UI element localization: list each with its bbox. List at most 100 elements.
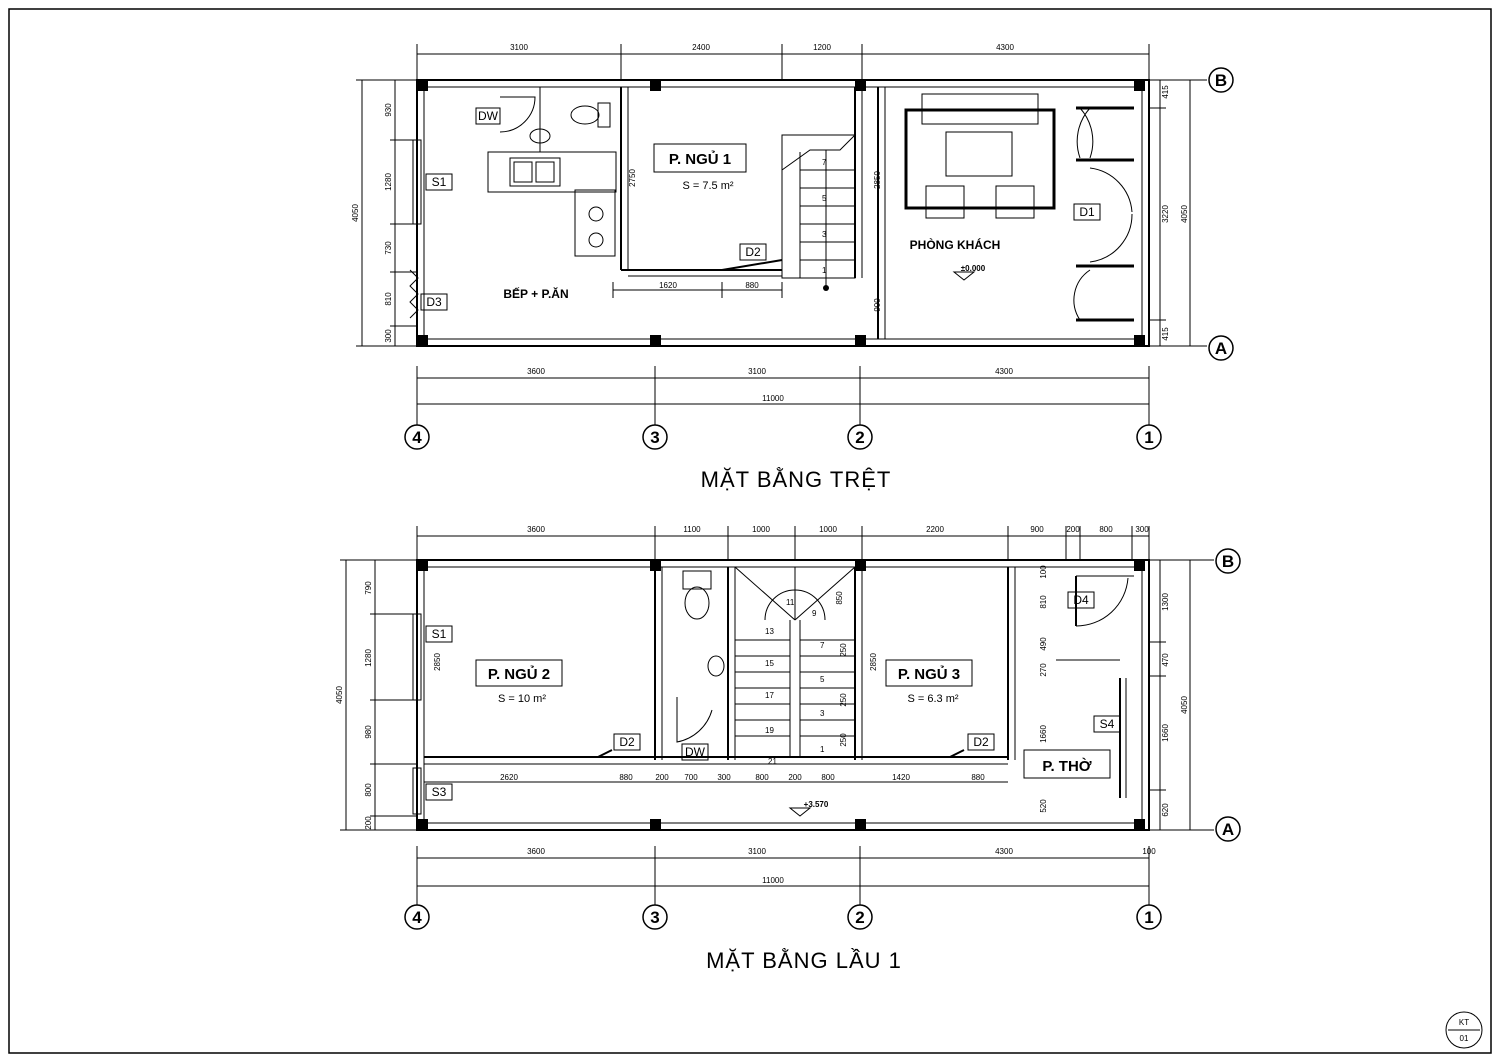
first-floor-title: MẶT BẰNG LẦU 1 [706,948,902,973]
tag-s4: S4 [1100,717,1115,731]
dim-inner-row: 200 [655,773,669,782]
stair-step-3: 3 [822,230,827,239]
dim-inner-row: 800 [821,773,835,782]
first-level: +3.570 [804,800,829,809]
dim-inner: 1660 [1039,725,1048,743]
stair-step: 13 [765,627,774,636]
grid-axis-1: 1 [1144,908,1153,927]
dim-right: 415 [1161,327,1170,341]
dim-bottom: 3600 [527,847,545,856]
bed1-name: P. NGỦ 1 [669,150,731,168]
dim-top: 3100 [510,43,528,52]
dim-left: 300 [384,329,393,343]
dim-left: 1280 [384,173,393,191]
dim-inner: 270 [1039,663,1048,677]
dim-top: 2200 [926,525,944,534]
tag-dw: DW [478,109,499,123]
grid-row-a: A [1215,339,1227,358]
stair-step: 9 [812,609,817,618]
grid-row-b: B [1215,71,1227,90]
dim-right: 3220 [1161,205,1170,223]
dim-top: 1000 [819,525,837,534]
dim-left: 800 [364,783,373,797]
first-floor-plan: 11 13 15 17 19 21 9 7 5 3 1 250 250 250 … [335,525,1241,973]
grid-axis-3: 3 [650,428,659,447]
dim-left-total: 4050 [351,204,360,222]
dim-inner: 2850 [433,653,442,671]
dim-right: 1660 [1161,724,1170,742]
dim-left: 730 [384,241,393,255]
dim-top: 3600 [527,525,545,534]
grid-axis-3: 3 [650,908,659,927]
grid-axis-1: 1 [1144,428,1153,447]
dim-bottom: 4300 [995,367,1013,376]
dim-right: 1300 [1161,593,1170,611]
dim-total: 11000 [762,876,784,885]
dim-inner: 2750 [628,169,637,187]
dim-top: 800 [1099,525,1113,534]
dim-inner-row: 300 [717,773,731,782]
dim-right-total: 4050 [1180,696,1189,714]
stair-step: 3 [820,709,825,718]
dim-bottom: 3600 [527,367,545,376]
dim-inner-row: 880 [971,773,985,782]
dim-top: 300 [1135,525,1149,534]
dim-right: 620 [1161,803,1170,817]
dim-left-total: 4050 [335,686,344,704]
dim-left: 980 [364,725,373,739]
tag-s3: S3 [432,785,447,799]
sheet-stamp [1445,1011,1483,1049]
tag-s1: S1 [432,175,447,189]
bed3-area: S = 6.3 m² [907,693,958,705]
dim-inner: 880 [745,281,759,290]
stair-step-7: 7 [822,158,827,167]
dim-top: 1200 [813,43,831,52]
dim-inner-row: 800 [755,773,769,782]
dim-inner-row: 700 [684,773,698,782]
dim-inner-row: 1420 [892,773,910,782]
dim-right: 415 [1161,85,1170,99]
dim-bottom: 3100 [748,367,766,376]
tag-s1: S1 [432,627,447,641]
dim-left: 790 [364,581,373,595]
dim-inner: 2850 [873,171,882,189]
dim-top: 1100 [683,525,701,534]
dim-left: 200 [364,816,373,830]
grid-axis-2: 2 [855,428,864,447]
tag-d4: D4 [1073,593,1089,607]
dim-top: 4300 [996,43,1014,52]
stair-tread: 250 [839,733,848,747]
dim-inner-row: 200 [788,773,802,782]
dim-top: 900 [1030,525,1044,534]
stair-step-1: 1 [822,266,827,275]
stair-step: 5 [820,675,825,684]
ground-level: ±0.000 [961,264,986,273]
stair-tread: 250 [839,643,848,657]
sheet-code: KT [1459,1018,1469,1027]
grid-row-b: B [1222,552,1234,571]
dim-bottom: 100 [1142,847,1156,856]
stair-step: 21 [768,757,777,766]
tag-d2: D2 [619,735,635,749]
dim-inner: 490 [1039,637,1048,651]
stair-step: 1 [820,745,825,754]
bed2-area: S = 10 m² [498,693,546,705]
stair-tread: 250 [839,693,848,707]
dim-right: 470 [1161,653,1170,667]
tag-d1: D1 [1079,205,1095,219]
tag-dw: DW [685,745,706,759]
grid-axis-4: 4 [412,908,422,927]
dim-inner: 100 [1039,565,1048,579]
dim-inner-row: 880 [619,773,633,782]
ground-floor-title: MẶT BẰNG TRỆT [701,467,892,492]
tag-d3: D3 [426,295,442,309]
sheet-number: 01 [1460,1034,1469,1043]
living-room-name: PHÒNG KHÁCH [910,237,1001,252]
dim-inner: 900 [873,298,882,312]
ground-floor-plan: 7 5 3 1 P. NGỦ 1 S = 7.5 m² PHÒNG KHÁCH [351,43,1234,492]
stair-step: 17 [765,691,774,700]
grid-row-a: A [1222,820,1234,839]
stair-step-5: 5 [822,194,827,203]
kitchen-name: BẾP + P.ĂN [503,286,568,301]
grid-axis-2: 2 [855,908,864,927]
